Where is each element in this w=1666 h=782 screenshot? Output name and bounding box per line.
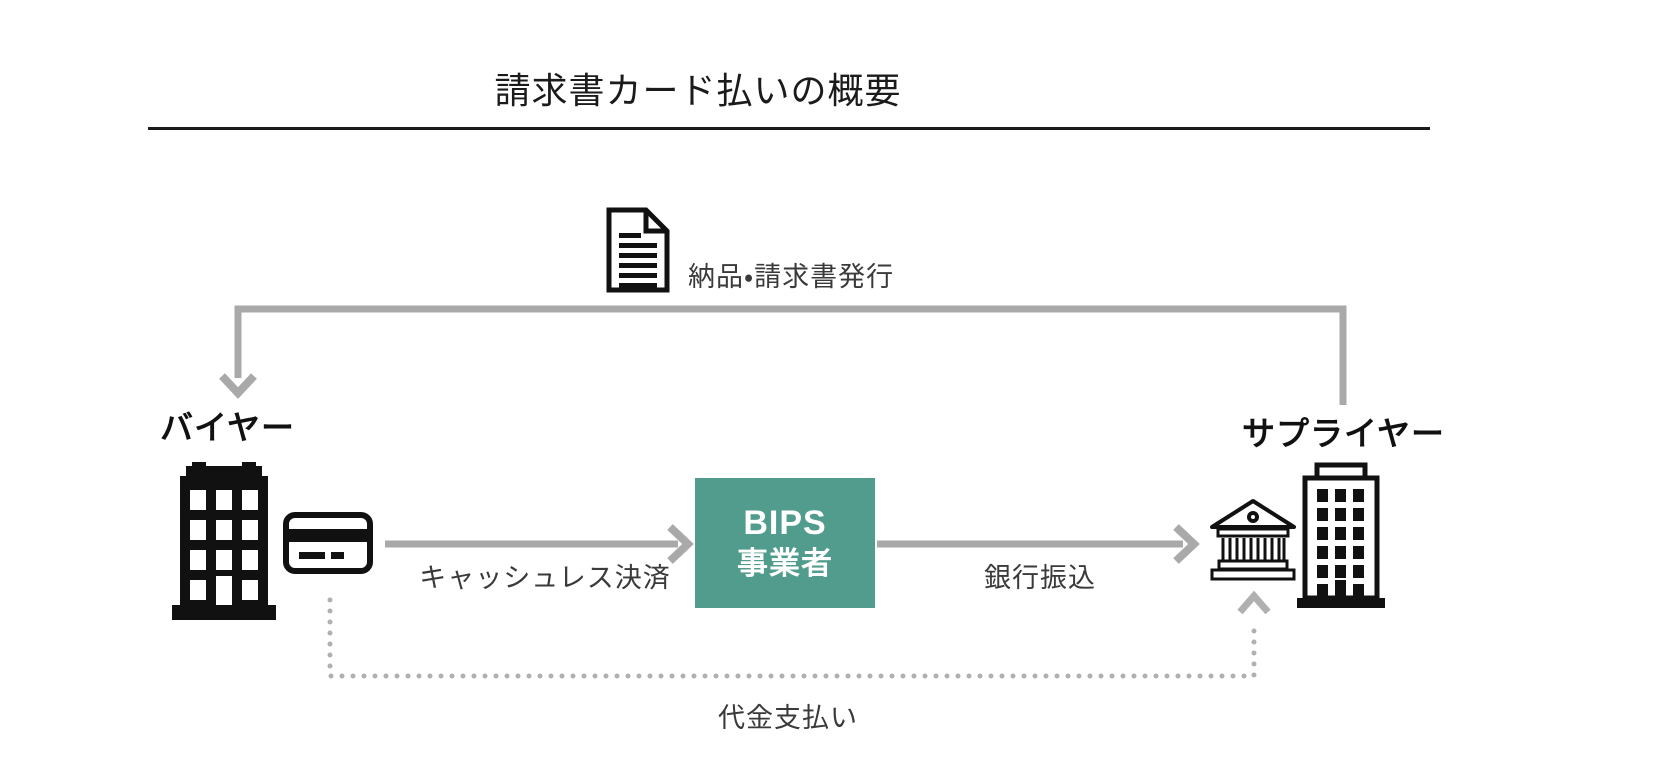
page-title: 請求書カード払いの概要 [494,70,902,111]
bank-transfer-label: 銀行振込 [984,563,1096,593]
credit-card-icon [283,512,373,574]
supplier-building-icon [1297,462,1385,608]
arrowhead-up-icon [1237,590,1271,615]
bank-icon [1210,499,1296,581]
cashless-flow-label: キャッシュレス決済 [419,563,671,593]
arrowhead-right-icon [1173,524,1200,564]
title-underline [148,127,1430,130]
supplier-label: サプライヤー [1242,415,1446,452]
payment-flow-label: 代金支払い [718,703,858,733]
buyer-building-icon [172,462,276,620]
payment-dotted-arrow [327,590,1271,679]
buyer-label: バイヤー [160,409,296,446]
bips-processor-box: BIPS 事業者 [695,478,875,608]
invoice-flow-label: 納品・請求書発行 [688,262,895,292]
document-icon [606,207,670,293]
bips-role: 事業者 [737,545,833,581]
invoice-flow-arrow [219,305,1347,405]
arrowhead-down-icon [219,373,257,399]
bips-name: BIPS [743,504,827,543]
